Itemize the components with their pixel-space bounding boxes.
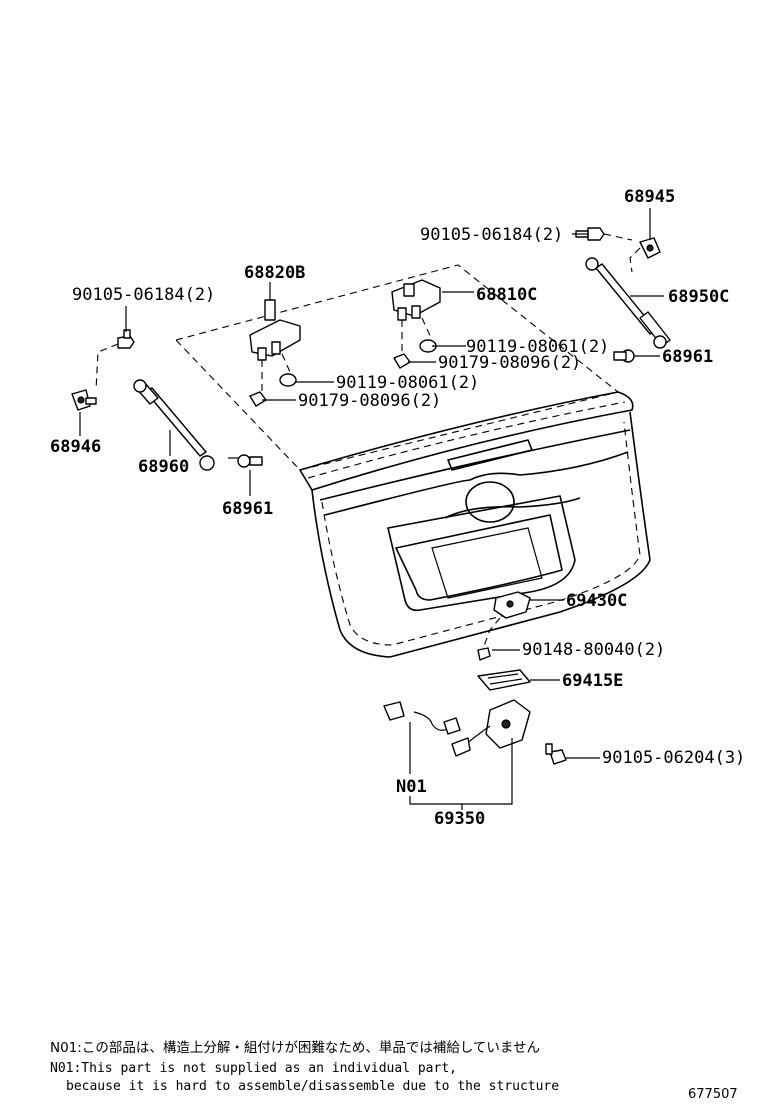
note-en-line2: because it is hard to assemble/disassemb… bbox=[66, 1079, 559, 1094]
leader-lines bbox=[79, 208, 664, 810]
label-68960: 68960 bbox=[138, 457, 189, 477]
label-68946: 68946 bbox=[50, 437, 101, 457]
hinge-68810C bbox=[391, 279, 441, 352]
label-69415E: 69415E bbox=[562, 671, 623, 691]
clip-90119-08061-left bbox=[279, 373, 297, 387]
lock-69430C bbox=[483, 591, 531, 647]
hinge-68820B bbox=[249, 299, 301, 392]
label-N01: N01 bbox=[396, 777, 427, 797]
actuator-69350 bbox=[383, 699, 531, 757]
label-69350: 69350 bbox=[434, 809, 485, 829]
label-68945: 68945 bbox=[624, 187, 675, 207]
ball-stud-68961-right bbox=[613, 349, 635, 363]
label-90119-08061-left: 90119-08061(2) bbox=[336, 373, 479, 393]
label-69430C: 69430C bbox=[566, 591, 627, 611]
note-en-line1: N01:This part is not supplied as an indi… bbox=[50, 1061, 457, 1076]
bolt-90105-06184-left bbox=[95, 329, 135, 391]
screw-90148-80040 bbox=[477, 647, 491, 661]
bolt-90105-06204 bbox=[545, 743, 567, 765]
clip-90179-08096-right bbox=[393, 353, 411, 369]
note-jp: N01:この部品は、構造上分解・組付けが困難なため、単品では補給していません bbox=[50, 1040, 540, 1056]
label-68950C: 68950C bbox=[668, 287, 729, 307]
label-90148-80040: 90148-80040(2) bbox=[522, 640, 665, 660]
bracket-68946 bbox=[71, 389, 97, 411]
label-68961-left: 68961 bbox=[222, 499, 273, 519]
clip-90179-08096-left bbox=[249, 391, 267, 407]
label-68810C: 68810C bbox=[476, 285, 537, 305]
stay-68960 bbox=[133, 379, 215, 471]
label-90105-06184-top: 90105-06184(2) bbox=[420, 225, 563, 245]
ball-stud-68961-left bbox=[228, 454, 263, 468]
label-68961-right: 68961 bbox=[662, 347, 713, 367]
label-90119-08061-right: 90119-08061(2) bbox=[466, 337, 609, 357]
label-68820B: 68820B bbox=[244, 263, 305, 283]
figure-code: 677507 bbox=[688, 1087, 738, 1102]
bracket-68945 bbox=[629, 237, 661, 273]
stay-68950C bbox=[585, 257, 671, 349]
label-90105-06204: 90105-06204(3) bbox=[602, 748, 745, 768]
label-90179-08096-right: 90179-08096(2) bbox=[438, 353, 581, 373]
cover-69415E bbox=[477, 669, 531, 691]
back-door-panel bbox=[174, 264, 651, 658]
label-90105-06184-left: 90105-06184(2) bbox=[72, 285, 215, 305]
label-90179-08096-left: 90179-08096(2) bbox=[298, 391, 441, 411]
